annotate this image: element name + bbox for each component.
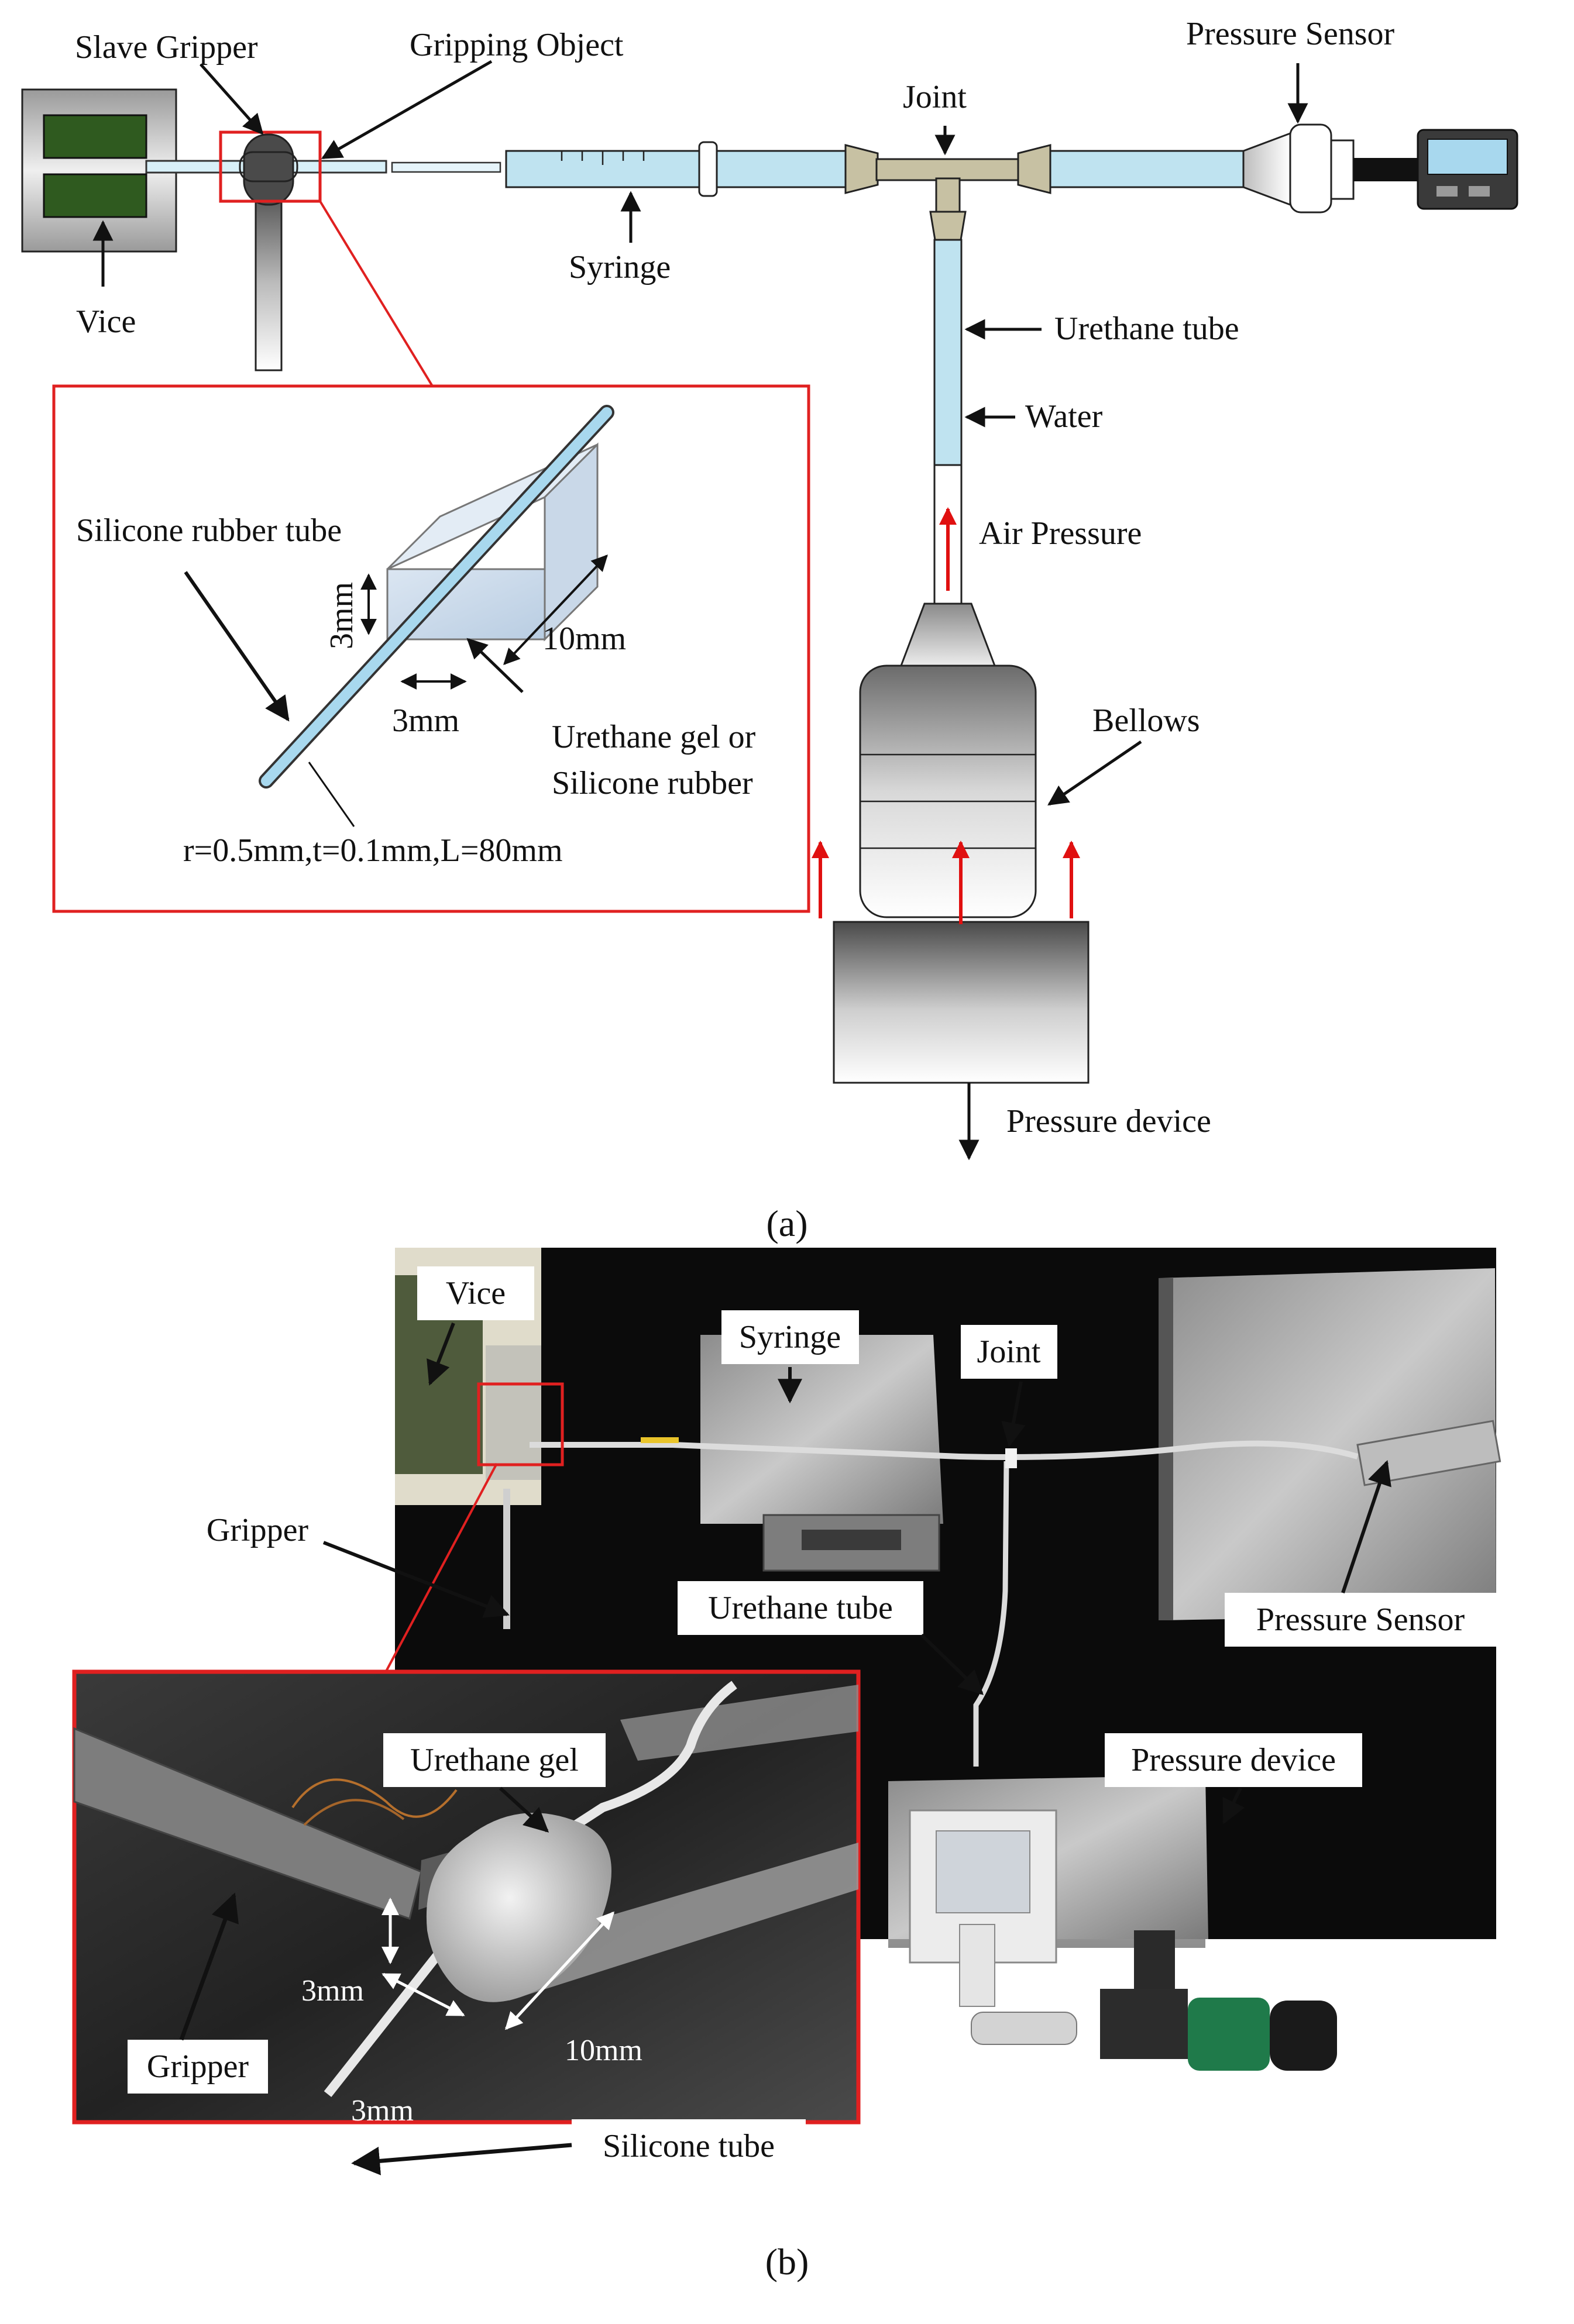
label-urethane-tube: Urethane tube bbox=[1054, 311, 1239, 347]
label-material-line1: Urethane gel or bbox=[552, 719, 756, 755]
panel-b-label: (b) bbox=[765, 2241, 809, 2282]
arrow-silicone-tube bbox=[184, 571, 290, 722]
box-pressure-sensor bbox=[1225, 1593, 1497, 1647]
label-joint: Joint bbox=[903, 79, 967, 115]
arrow-b-urethane-tube bbox=[920, 1633, 984, 1695]
urethane-tube bbox=[933, 239, 963, 605]
arrow-material bbox=[466, 638, 524, 693]
label-tube-spec: r=0.5mm,t=0.1mm,L=80mm bbox=[183, 832, 563, 869]
box-joint bbox=[961, 1325, 1057, 1379]
label-b-pressure-device: Pressure device bbox=[1131, 1742, 1336, 1778]
sensor-tube bbox=[1049, 150, 1245, 188]
box-gripper bbox=[190, 1503, 325, 1557]
arrow-b-pressure-device bbox=[1222, 1787, 1245, 1824]
label-gripping-object: Gripping Object bbox=[410, 27, 624, 63]
dim-length-arrow-b bbox=[504, 1911, 615, 2030]
box-syringe bbox=[721, 1310, 859, 1364]
vice-upper-jaw bbox=[43, 114, 147, 159]
label-b-joint: Joint bbox=[977, 1334, 1041, 1370]
label-pressure-sensor: Pressure Sensor bbox=[1186, 16, 1395, 52]
label-dim-height: 3mm bbox=[324, 582, 360, 649]
label-b-urethane-gel: Urethane gel bbox=[410, 1742, 579, 1778]
box-urethane-tube bbox=[678, 1581, 923, 1635]
label-b-silicone-tube: Silicone tube bbox=[603, 2128, 775, 2164]
photo-syringe-mount bbox=[700, 1335, 943, 1524]
arrow-gripping-object bbox=[321, 60, 493, 160]
box-pressure-device bbox=[1105, 1733, 1362, 1787]
label-slave-gripper: Slave Gripper bbox=[75, 29, 258, 66]
label-vice: Vice bbox=[76, 304, 136, 340]
pressure-sensor bbox=[1242, 123, 1518, 214]
label-bellows: Bellows bbox=[1092, 703, 1200, 739]
pressure-device bbox=[833, 921, 1090, 1084]
photo-sensor-plate bbox=[1159, 1268, 1496, 1620]
label-b-dim-length: 10mm bbox=[565, 2034, 642, 2067]
arrow-b-vice bbox=[427, 1322, 455, 1386]
photo-vertical-tube bbox=[973, 1461, 1009, 1767]
panel-a-label: (a) bbox=[766, 1203, 807, 1244]
joint-fitting bbox=[844, 144, 1051, 241]
panel-b: Vice Syringe Joint Gripper Urethane tube… bbox=[72, 1248, 1501, 2282]
label-b-urethane-tube: Urethane tube bbox=[708, 1590, 893, 1626]
label-air-pressure: Air Pressure bbox=[979, 515, 1142, 552]
panel-a: Slave Gripper Gripping Object Pressure S… bbox=[21, 16, 1518, 1244]
arrow-b-pressure-sensor bbox=[1341, 1460, 1391, 1593]
zoom-line-b bbox=[381, 1463, 498, 1679]
arrow-b-joint bbox=[1001, 1381, 1026, 1448]
box-silicone-tube bbox=[572, 2119, 806, 2173]
label-water: Water bbox=[1025, 398, 1103, 435]
arrow-bellows bbox=[1047, 740, 1142, 806]
syringe-needle bbox=[391, 161, 501, 173]
label-b-inset-gripper: Gripper bbox=[147, 2048, 249, 2085]
dim-width-arrow-b bbox=[382, 1972, 465, 2017]
syringe bbox=[505, 141, 847, 197]
highlight-box-b bbox=[477, 1382, 564, 1466]
photo-motor bbox=[1188, 1998, 1270, 2071]
arrow-b-urethane-gel bbox=[499, 1786, 549, 1833]
arrow-b-gripper bbox=[322, 1541, 510, 1618]
photo-gripper-rod bbox=[503, 1489, 510, 1629]
zoom-line bbox=[319, 200, 434, 387]
inset-a bbox=[52, 384, 810, 913]
photo-sensor-body bbox=[1356, 1420, 1501, 1486]
box-vice bbox=[417, 1266, 534, 1320]
arrow-b-silicone-tube bbox=[351, 2143, 572, 2175]
box-urethane-gel bbox=[383, 1733, 606, 1787]
label-dim-length: 10mm bbox=[542, 621, 626, 657]
label-b-dim-height: 3mm bbox=[301, 1974, 364, 2008]
bellows bbox=[859, 602, 1037, 918]
label-silicone-rubber-tube: Silicone rubber tube bbox=[76, 512, 342, 549]
label-b-gripper: Gripper bbox=[207, 1512, 309, 1548]
arrow-b-inset-gripper bbox=[179, 1892, 239, 2041]
label-b-pressure-sensor: Pressure Sensor bbox=[1256, 1602, 1465, 1638]
label-b-vice: Vice bbox=[446, 1275, 506, 1311]
dim-length-arrow bbox=[503, 554, 608, 666]
label-b-dim-width: 3mm bbox=[351, 2094, 414, 2127]
slave-gripper bbox=[219, 130, 322, 371]
box-inset-gripper bbox=[128, 2040, 268, 2094]
arrow-slave-gripper bbox=[200, 63, 264, 135]
photo-inset-silicone-tube bbox=[324, 1681, 737, 2097]
label-pressure-device: Pressure device bbox=[1006, 1103, 1211, 1139]
label-material-line2: Silicone rubber bbox=[552, 765, 753, 801]
silicone-rubber-tube-shape bbox=[261, 407, 612, 786]
label-syringe: Syringe bbox=[569, 249, 671, 285]
label-dim-width: 3mm bbox=[392, 703, 459, 739]
label-b-syringe: Syringe bbox=[739, 1319, 841, 1355]
tube-spec-leader bbox=[308, 762, 355, 827]
highlight-box-a bbox=[219, 130, 322, 203]
vice-lower-jaw bbox=[43, 173, 147, 218]
